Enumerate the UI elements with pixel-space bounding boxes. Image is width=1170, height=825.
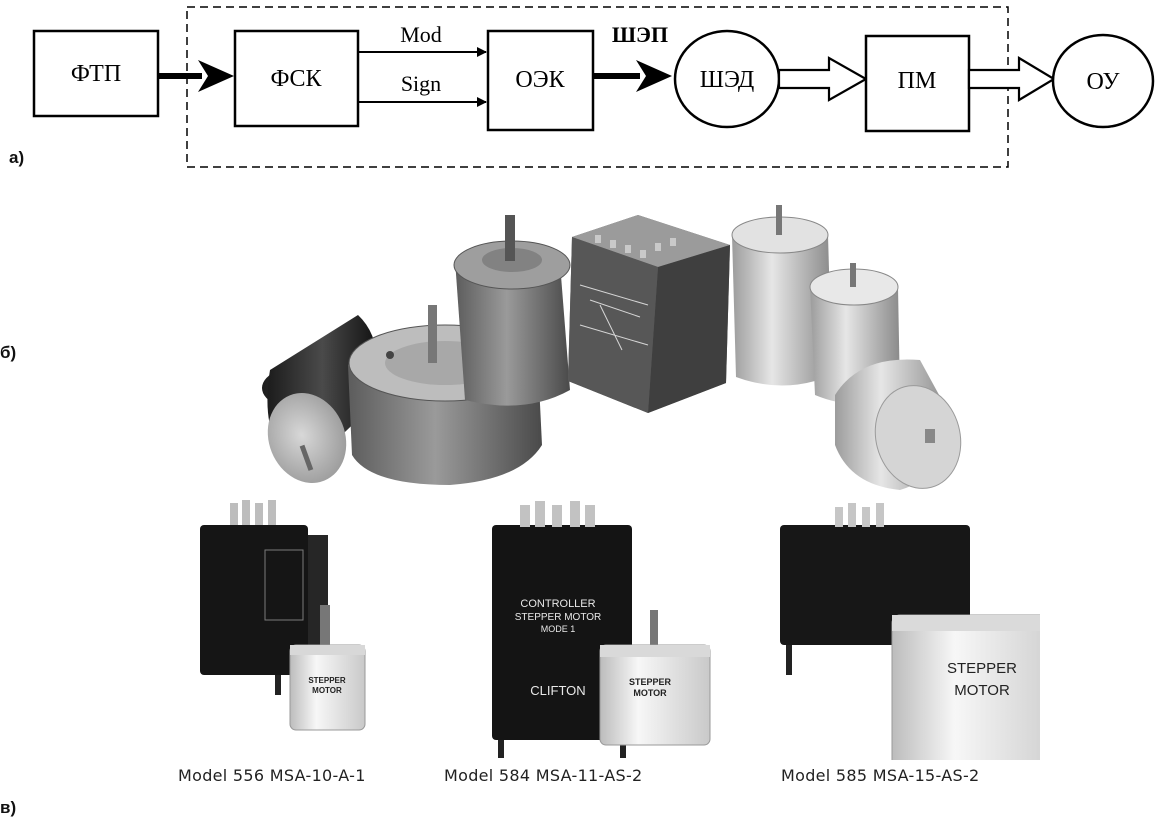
clifton-label: CLIFTON: [530, 683, 585, 698]
motor584-stepper-label: STEPPER: [629, 677, 672, 687]
stepper-motor-label: STEPPER MOTOR: [515, 612, 602, 623]
arrow-pm-ou: [969, 58, 1054, 100]
controller-label: CONTROLLER: [520, 598, 595, 610]
stepper-motor-585: STEPPER MOTOR: [892, 615, 1040, 760]
stepper-motors-photo: [250, 205, 970, 495]
caption-model-585: Model 585 MSA-15-AS-2: [781, 766, 980, 785]
unit-model-585: STEPPER MOTOR: [780, 503, 1040, 760]
caption-model-556: Model 556 MSA-10-A-1: [178, 766, 366, 785]
big-motor-label: MOTOR: [954, 682, 1010, 699]
signal-sign-label: Sign: [401, 71, 441, 96]
block-shed-label: ШЭД: [700, 67, 754, 93]
block-ftp-label: ФТП: [71, 61, 121, 87]
block-pm-label: ПМ: [898, 68, 937, 94]
panel-label-a: а): [9, 148, 24, 168]
caption-model-584: Model 584 MSA-11-AS-2: [444, 766, 643, 785]
small-motor-label: MOTOR: [312, 686, 342, 695]
big-stepper-label: STEPPER: [947, 660, 1017, 677]
panel-label-c: в): [0, 798, 16, 818]
arrow-ftp-fsk: [158, 60, 234, 92]
block-fsk-label: ФСК: [271, 66, 323, 92]
small-stepper-label: STEPPER: [308, 676, 346, 685]
mode-label: MODE 1: [541, 624, 576, 634]
silver-motor-front: [835, 359, 970, 495]
arrow-shed-pm: [779, 58, 866, 100]
arrow-oek-shed: [593, 60, 672, 92]
block-diagram: ФТП ФСК Mod Sign ОЭК ШЭП ШЭД ПМ ОУ: [0, 0, 1170, 200]
controllers-motors-photo: STEPPER MOTOR CONTROLLER STEPPER MOTOR M…: [180, 495, 1040, 760]
panel-label-b: б): [0, 343, 16, 363]
block-oek-label: ОЭК: [515, 67, 565, 93]
unit-model-556: STEPPER MOTOR: [200, 500, 365, 730]
unit-model-584: CONTROLLER STEPPER MOTOR MODE 1 CLIFTON …: [492, 501, 710, 758]
block-ou-label: ОУ: [1087, 69, 1120, 95]
tall-cylinder-motor: [454, 215, 570, 406]
motor584-motor-label: MOTOR: [633, 688, 667, 698]
signal-mod-label: Mod: [400, 22, 442, 47]
signal-shep-label: ШЭП: [612, 22, 668, 47]
controller-box: [568, 215, 730, 413]
